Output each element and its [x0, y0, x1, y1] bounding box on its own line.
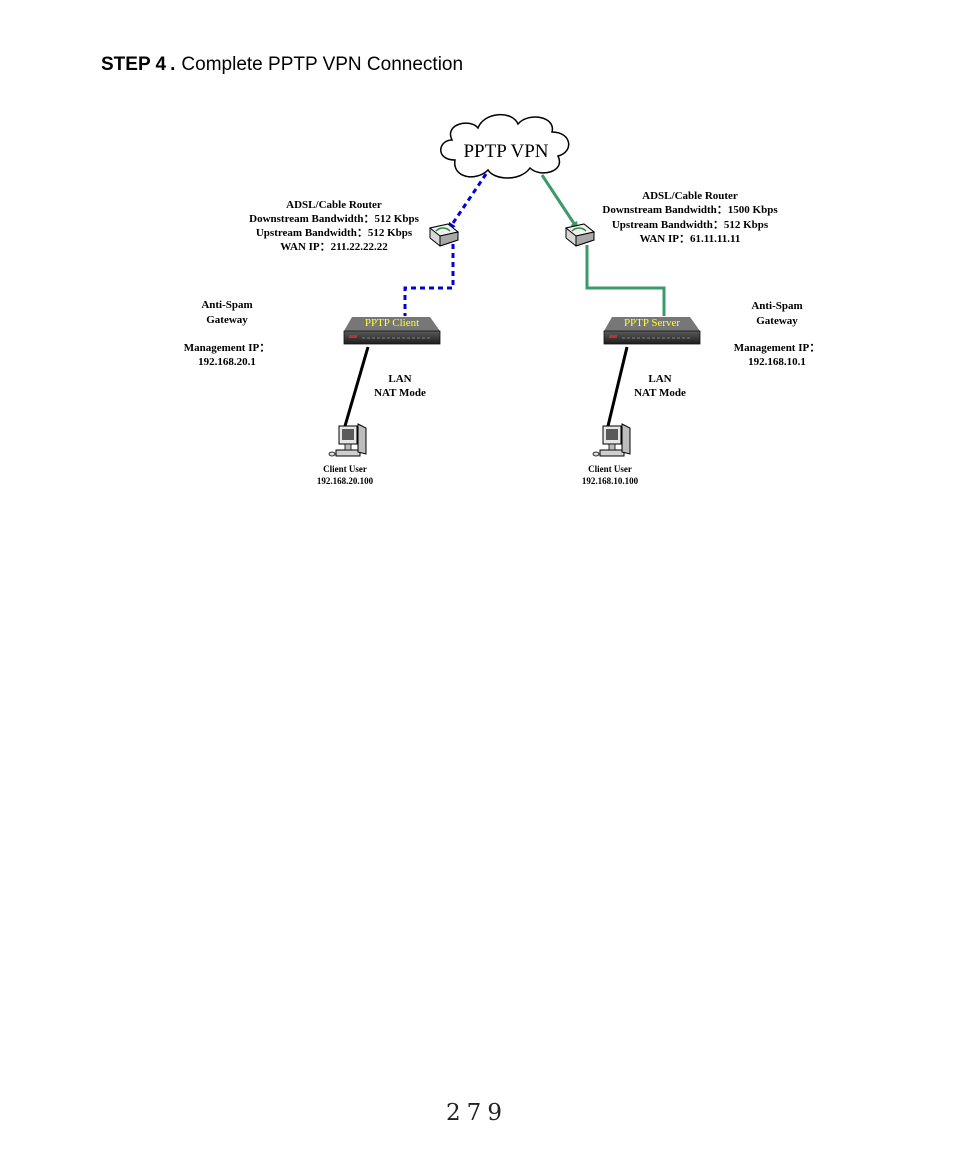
left-lan-link [343, 346, 370, 427]
right-mgmt-line: Management IP： [734, 342, 820, 354]
left-router-line: WAN IP：211.22.22.22 [280, 241, 388, 253]
right-lan-line: NAT Mode [634, 387, 686, 399]
left-device-label: PPTP Client [365, 317, 419, 329]
right-client-line: 192.168.10.100 [582, 476, 639, 486]
right-mgmt-line: 192.168.10.1 [748, 356, 806, 368]
left-client-line: 192.168.20.100 [317, 476, 374, 486]
left-wan-link [403, 173, 488, 316]
left-gateway-line: Anti-Spam [201, 299, 252, 311]
left-router-line: ADSL/Cable Router [286, 199, 382, 211]
right-computer-icon [592, 423, 631, 457]
right-gateway-line: Gateway [756, 315, 798, 327]
left-router-icon [428, 223, 460, 247]
right-router-icon [564, 223, 596, 247]
page-number: 279 [446, 1100, 508, 1126]
right-router-line: WAN IP：61.11.11.11 [640, 233, 741, 245]
step-number: STEP 4 [101, 54, 167, 75]
right-router-info: ADSL/Cable Router Downstream Bandwidth：1… [602, 190, 778, 245]
right-lan-link [606, 346, 629, 427]
left-mgmt-line: 192.168.20.1 [198, 356, 256, 368]
left-router-line: Upstream Bandwidth：512 Kbps [256, 227, 413, 239]
left-client-info: Client User 192.168.20.100 [317, 464, 374, 486]
right-router-line: Upstream Bandwidth：512 Kbps [612, 219, 769, 231]
right-client-line: Client User [588, 464, 632, 474]
right-client-info: Client User 192.168.10.100 [582, 464, 639, 486]
left-gateway-info: Anti-Spam Gateway Management IP： 192.168… [184, 299, 270, 368]
left-client-line: Client User [323, 464, 367, 474]
left-router-info: ADSL/Cable Router Downstream Bandwidth：5… [249, 199, 419, 253]
right-router-line: Downstream Bandwidth：1500 Kbps [602, 204, 778, 216]
left-gateway-device: PPTP Client [343, 317, 441, 345]
left-lan-line: LAN [388, 373, 411, 385]
left-gateway-line: Gateway [206, 314, 248, 326]
left-router-line: Downstream Bandwidth：512 Kbps [249, 213, 419, 225]
vpn-cloud-icon: PPTP VPN [440, 114, 570, 179]
left-computer-icon [328, 423, 367, 457]
left-mgmt-line: Management IP： [184, 342, 270, 354]
cloud-label: PPTP VPN [463, 141, 548, 162]
right-lan-info: LAN NAT Mode [634, 373, 686, 399]
right-gateway-device: PPTP Server [603, 317, 701, 345]
network-diagram: PPTP VPN PPTP Client PPTP Server [184, 114, 820, 486]
step-title: Complete PPTP VPN Connection [181, 54, 464, 75]
right-gateway-line: Anti-Spam [751, 300, 802, 312]
right-device-label: PPTP Server [624, 317, 680, 329]
left-lan-line: NAT Mode [374, 387, 426, 399]
right-router-line: ADSL/Cable Router [642, 190, 738, 202]
right-wan-link [540, 174, 666, 316]
right-gateway-info: Anti-Spam Gateway Management IP： 192.168… [734, 300, 820, 368]
right-lan-line: LAN [648, 373, 671, 385]
step-heading: STEP 4.Complete PPTP VPN Connection [101, 54, 463, 76]
step-separator: . [170, 54, 176, 75]
left-lan-info: LAN NAT Mode [374, 373, 426, 399]
